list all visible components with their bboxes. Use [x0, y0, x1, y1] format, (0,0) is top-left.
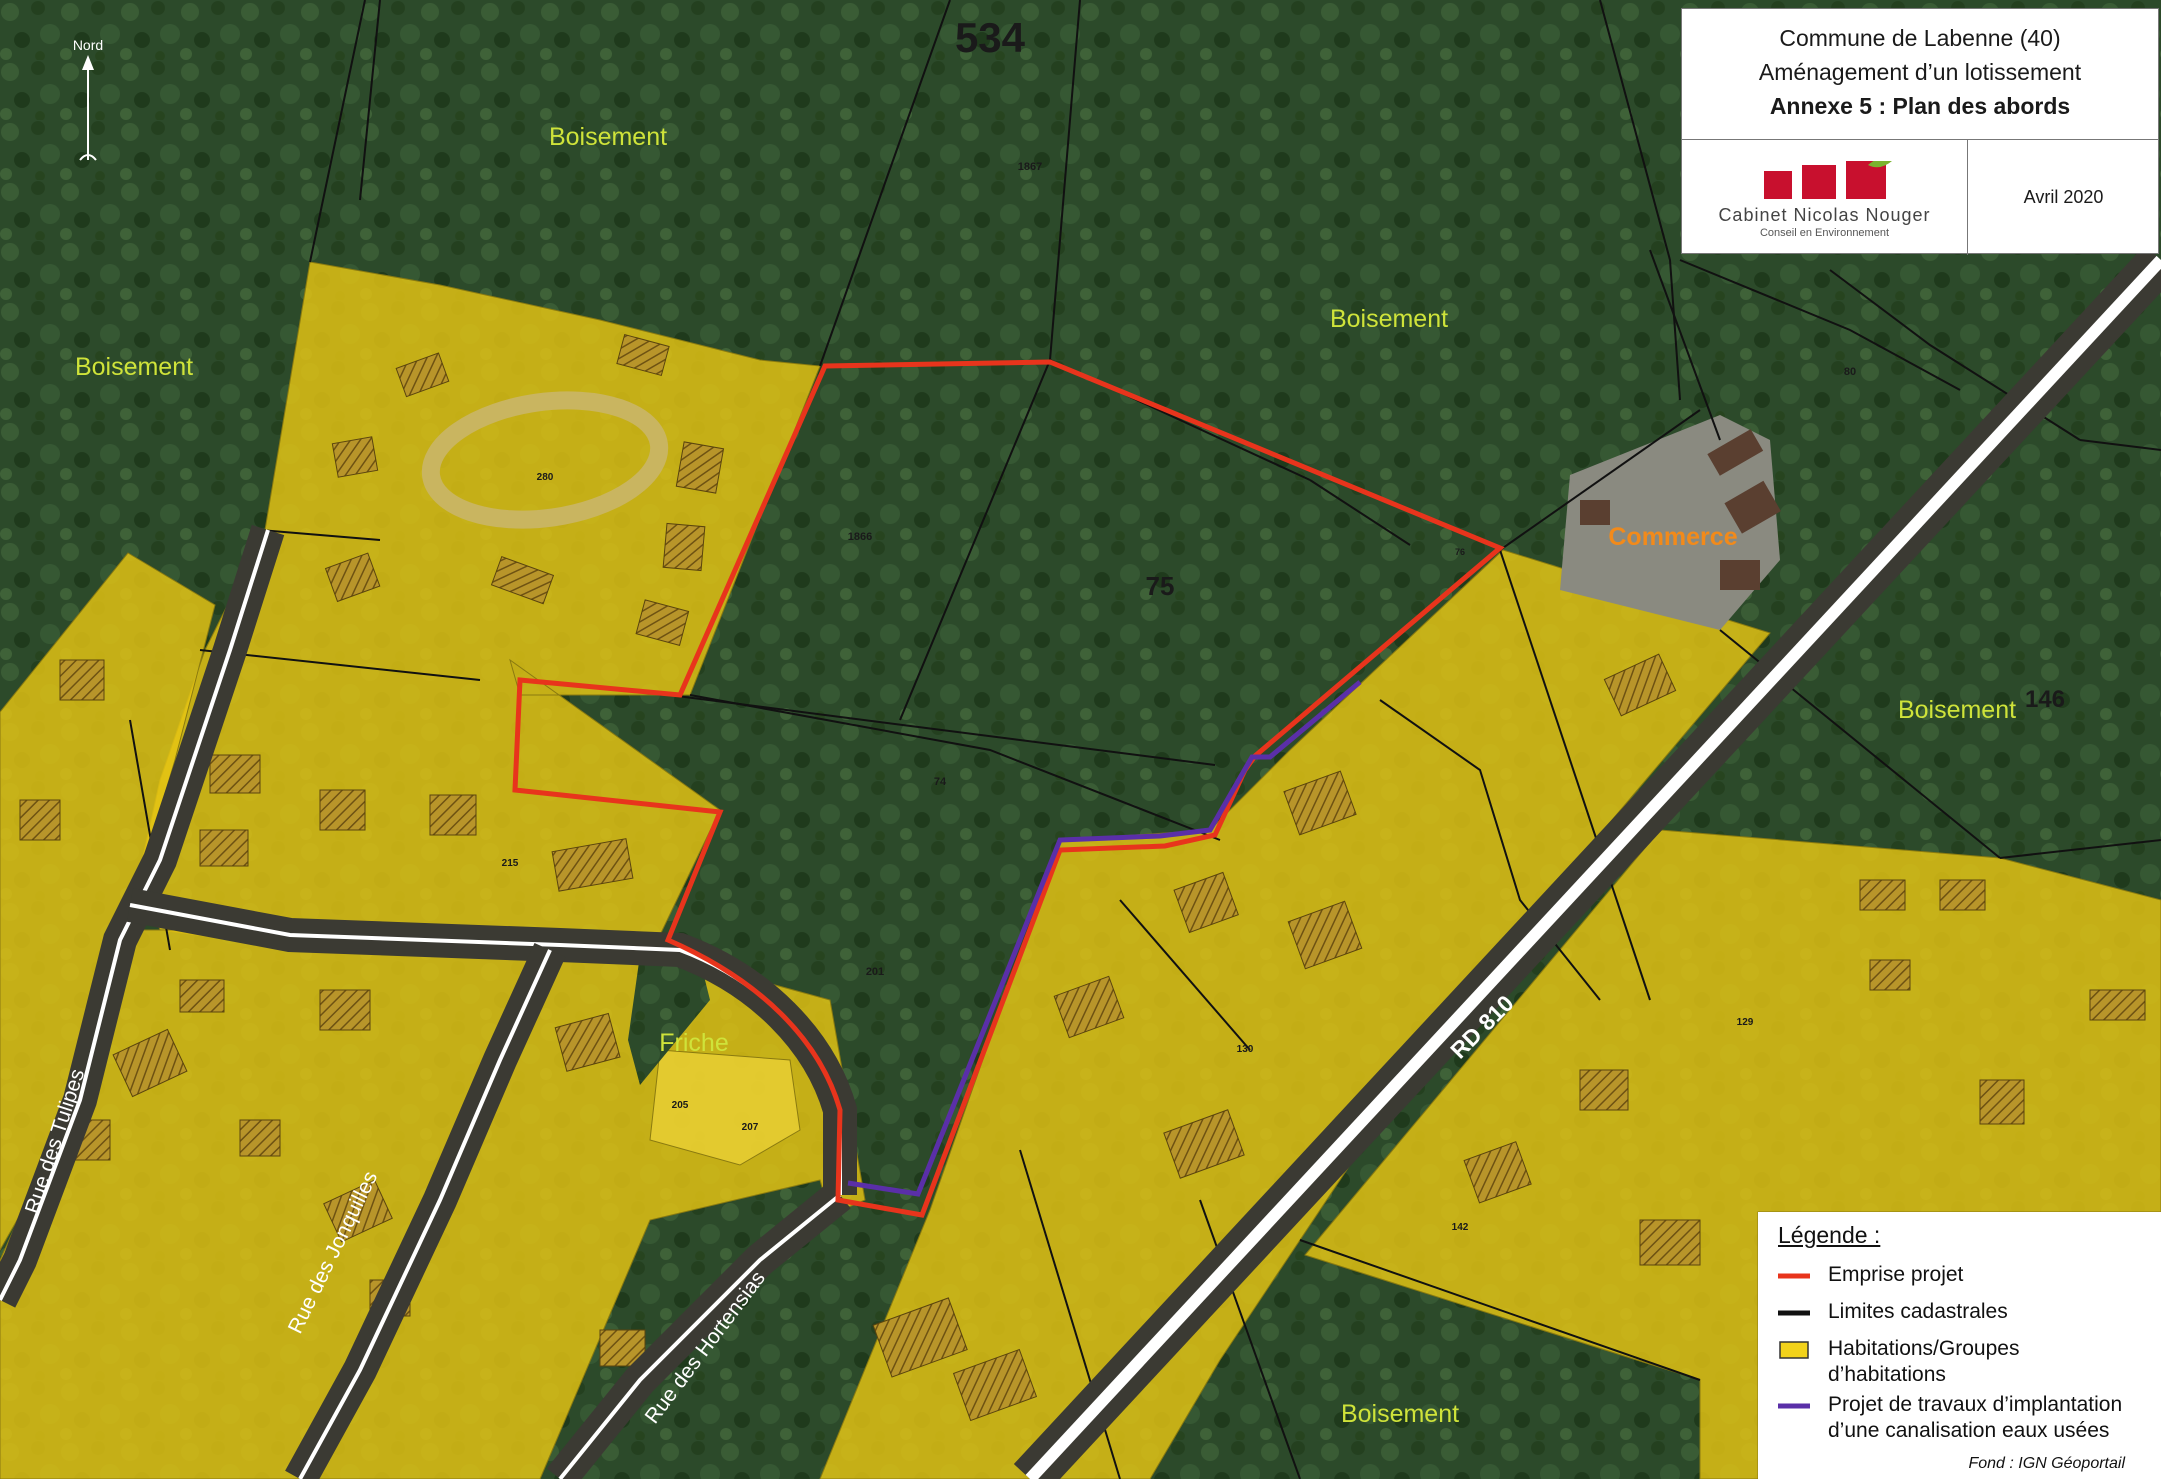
parcel-number: 1867 [1018, 161, 1042, 173]
company-subtitle: Conseil en Environnement [1759, 227, 1890, 239]
parcel-number: 201 [866, 966, 884, 978]
title-block: Commune de Labenne (40) Aménagement d’un… [1681, 8, 2159, 255]
legend-label: Projet de travaux d’implantation d’une c… [1828, 1393, 2123, 1442]
title-commune: Commune de Labenne (40) [1779, 25, 2061, 51]
parcel-number: 76 [1455, 547, 1465, 557]
logo-squares-icon [1764, 161, 1892, 199]
parcel-number: 207 [742, 1122, 759, 1133]
black-line-icon [1778, 1310, 1810, 1316]
parcel-number: 215 [502, 858, 519, 869]
parcel-numbers: 1867 1866 75 74 201 76 80 146 280 215 20… [502, 161, 2065, 1233]
map-source: Fond : IGN Géoportail [1968, 1455, 2125, 1472]
house-footprints [19, 333, 2146, 1422]
company-name: Cabinet Nicolas Nouger [1718, 205, 1931, 225]
title-lines: Commune de Labenne (40) Aménagement d’un… [1682, 9, 2158, 140]
parcel-number: 205 [672, 1100, 689, 1111]
commerce-buildings [1580, 429, 1781, 590]
parcel-number: 74 [934, 776, 947, 788]
friche-patch [628, 955, 710, 1085]
parcel-number: 142 [1452, 1222, 1469, 1233]
legend-label: Emprise projet [1828, 1263, 1964, 1286]
zone-label-boisement: Boisement [549, 123, 667, 151]
zone-label-friche: Friche [659, 1029, 728, 1057]
yellow-box-icon [1779, 1341, 1809, 1359]
parcel-number: 146 [2025, 686, 2065, 713]
legend-title: Légende : [1778, 1222, 1881, 1248]
parcel-number: 280 [537, 472, 554, 483]
parcel-number: 75 [1146, 571, 1175, 601]
parcel-number: 1866 [848, 531, 872, 543]
sewer-route [847, 680, 1362, 1197]
zone-label-boisement: Boisement [1898, 696, 2016, 724]
section-number: 534 [955, 14, 1026, 61]
legend: Légende : Emprise projet Limites cadastr… [1758, 1212, 2161, 1479]
zone-label-boisement: Boisement [75, 353, 193, 381]
company-logo: Cabinet Nicolas Nouger Conseil en Enviro… [1682, 139, 1968, 255]
parcel-number: 80 [1844, 366, 1856, 378]
red-line-icon [1778, 1273, 1810, 1279]
cul-de-sac-loop [421, 391, 669, 529]
parcel-number: 130 [1237, 1044, 1254, 1055]
zone-label-commerce: Commerce [1608, 523, 1737, 551]
parcel-number: 129 [1737, 1017, 1754, 1028]
north-label: Nord [73, 37, 103, 53]
zone-label-boisement: Boisement [1330, 305, 1448, 333]
legend-label: Habitations/Groupes d’habitations [1828, 1337, 2020, 1386]
zone-label-boisement: Boisement [1341, 1400, 1459, 1428]
project-outline [512, 359, 1505, 1218]
habitation-zone-friche [649, 1049, 801, 1166]
legend-label: Limites cadastrales [1828, 1300, 2008, 1323]
title-annex: Annexe 5 : Plan des abords [1769, 93, 2071, 119]
plan-date: Avril 2020 [2023, 186, 2104, 207]
purple-line-icon [1778, 1403, 1810, 1409]
zone-labels: Boisement Boisement Boisement Boisement … [75, 123, 2016, 1428]
title-project: Aménagement d’un lotissement [1758, 59, 2082, 85]
north-arrow: Nord [73, 37, 103, 161]
